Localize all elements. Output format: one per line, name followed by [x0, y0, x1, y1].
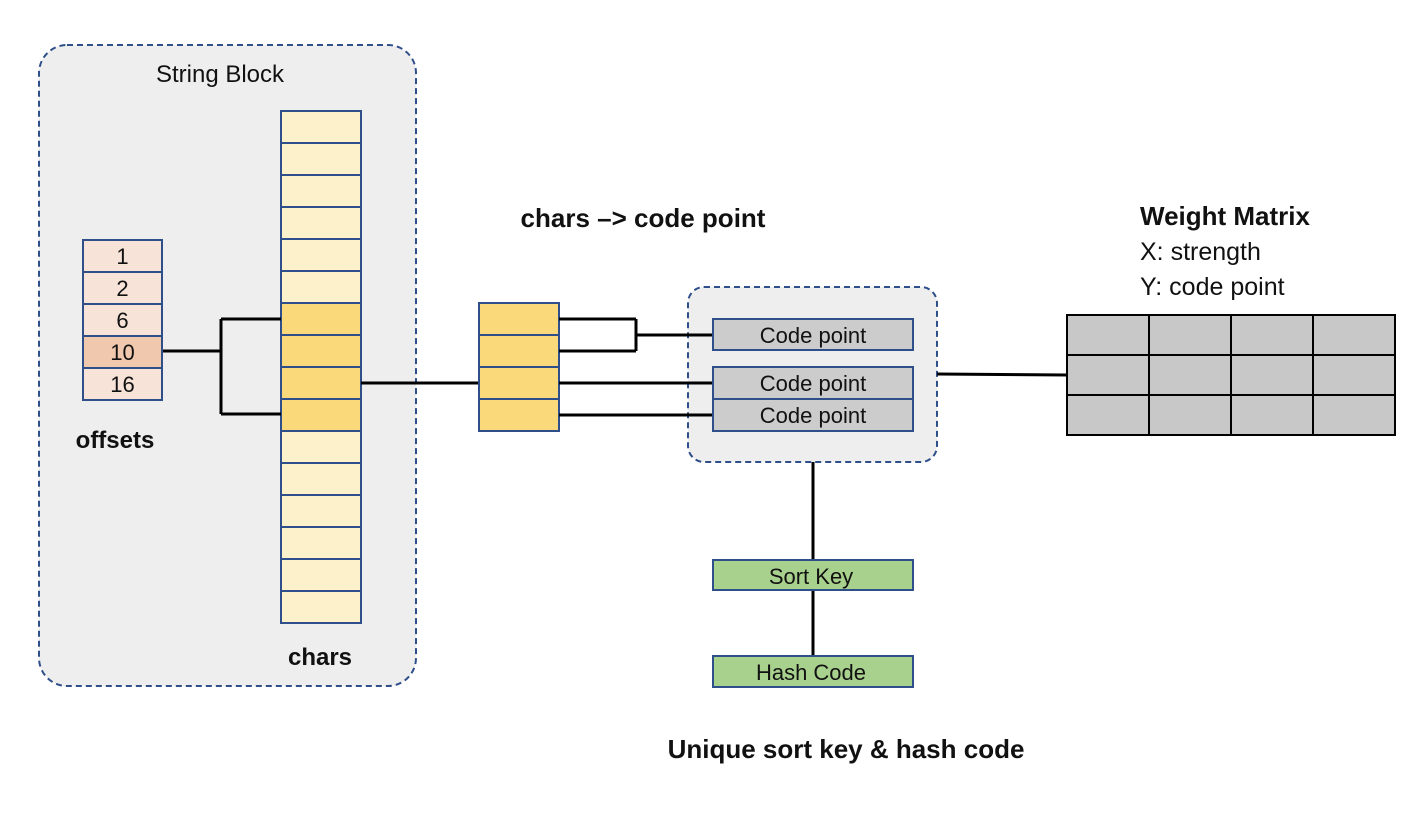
selected-char-cell: [478, 398, 560, 432]
char-cell: [280, 366, 362, 400]
offsets-label: offsets: [76, 427, 155, 454]
weight-matrix-cell: [1312, 314, 1396, 356]
weight-matrix-cell: [1230, 354, 1314, 396]
chars-label: chars: [288, 644, 352, 671]
chars-column: [280, 110, 362, 624]
selection-to-code-point-connectors: [559, 317, 713, 417]
char-cell: [280, 270, 362, 304]
selected-chars-column: [478, 302, 560, 432]
weight-matrix-y-axis: Y: code point: [1140, 273, 1285, 301]
sort-key-label: Sort Key: [769, 564, 853, 589]
code-point-box: Code point: [712, 366, 914, 400]
char-cell: [280, 302, 362, 336]
offset-cell: [82, 303, 163, 337]
char-cell: [280, 206, 362, 240]
char-cell: [280, 462, 362, 496]
weight-matrix-cell: [1230, 394, 1314, 436]
code-point-label: Code point: [760, 323, 866, 348]
char-cell: [280, 238, 362, 272]
weight-matrix-cell: [1148, 314, 1232, 356]
offset-value: 1: [116, 244, 128, 269]
weight-matrix-cell: [1148, 354, 1232, 396]
output-caption: Unique sort key & hash code: [668, 734, 1025, 764]
char-cell: [280, 334, 362, 368]
weight-matrix-grid: [1066, 314, 1396, 436]
selected-char-cell: [478, 302, 560, 336]
offset-value: 6: [116, 308, 128, 333]
weight-matrix-cell: [1312, 394, 1396, 436]
char-cell: [280, 174, 362, 208]
selected-char-cell: [478, 366, 560, 400]
offset-cell: [82, 367, 163, 401]
code-point-to-matrix-connector: [936, 372, 1068, 377]
weight-matrix-x-axis: X: strength: [1140, 238, 1261, 266]
selected-char-cell: [478, 334, 560, 368]
conversion-label: chars –> code point: [521, 203, 766, 233]
hash-code-label: Hash Code: [756, 660, 866, 685]
weight-matrix-cell: [1066, 314, 1150, 356]
offset-to-chars-connector: [163, 317, 281, 416]
char-cell: [280, 398, 362, 432]
weight-matrix-cell: [1312, 354, 1396, 396]
sort-key-box: Sort Key: [712, 559, 914, 591]
char-cell: [280, 110, 362, 144]
weight-matrix-title: Weight Matrix: [1140, 201, 1311, 231]
offsets-column: 1 2 6 10 16: [82, 239, 163, 401]
hash-code-box: Hash Code: [712, 655, 914, 688]
code-point-box: Code point: [712, 398, 914, 432]
string-block-title: String Block: [156, 61, 285, 88]
char-cell: [280, 590, 362, 624]
char-cell: [280, 494, 362, 528]
weight-matrix-cell: [1230, 314, 1314, 356]
offset-value: 10: [110, 340, 134, 365]
code-point-label: Code point: [760, 403, 866, 428]
char-cell: [280, 558, 362, 592]
offset-cell: [82, 335, 163, 369]
char-cell: [280, 526, 362, 560]
weight-matrix-cell: [1066, 354, 1150, 396]
offset-value: 2: [116, 276, 128, 301]
char-cell: [280, 142, 362, 176]
weight-matrix-cell: [1148, 394, 1232, 436]
offset-cell: [82, 239, 163, 273]
code-point-label: Code point: [760, 371, 866, 396]
offset-value: 16: [110, 372, 134, 397]
code-point-box: Code point: [712, 318, 914, 351]
char-cell: [280, 430, 362, 464]
weight-matrix-cell: [1066, 394, 1150, 436]
